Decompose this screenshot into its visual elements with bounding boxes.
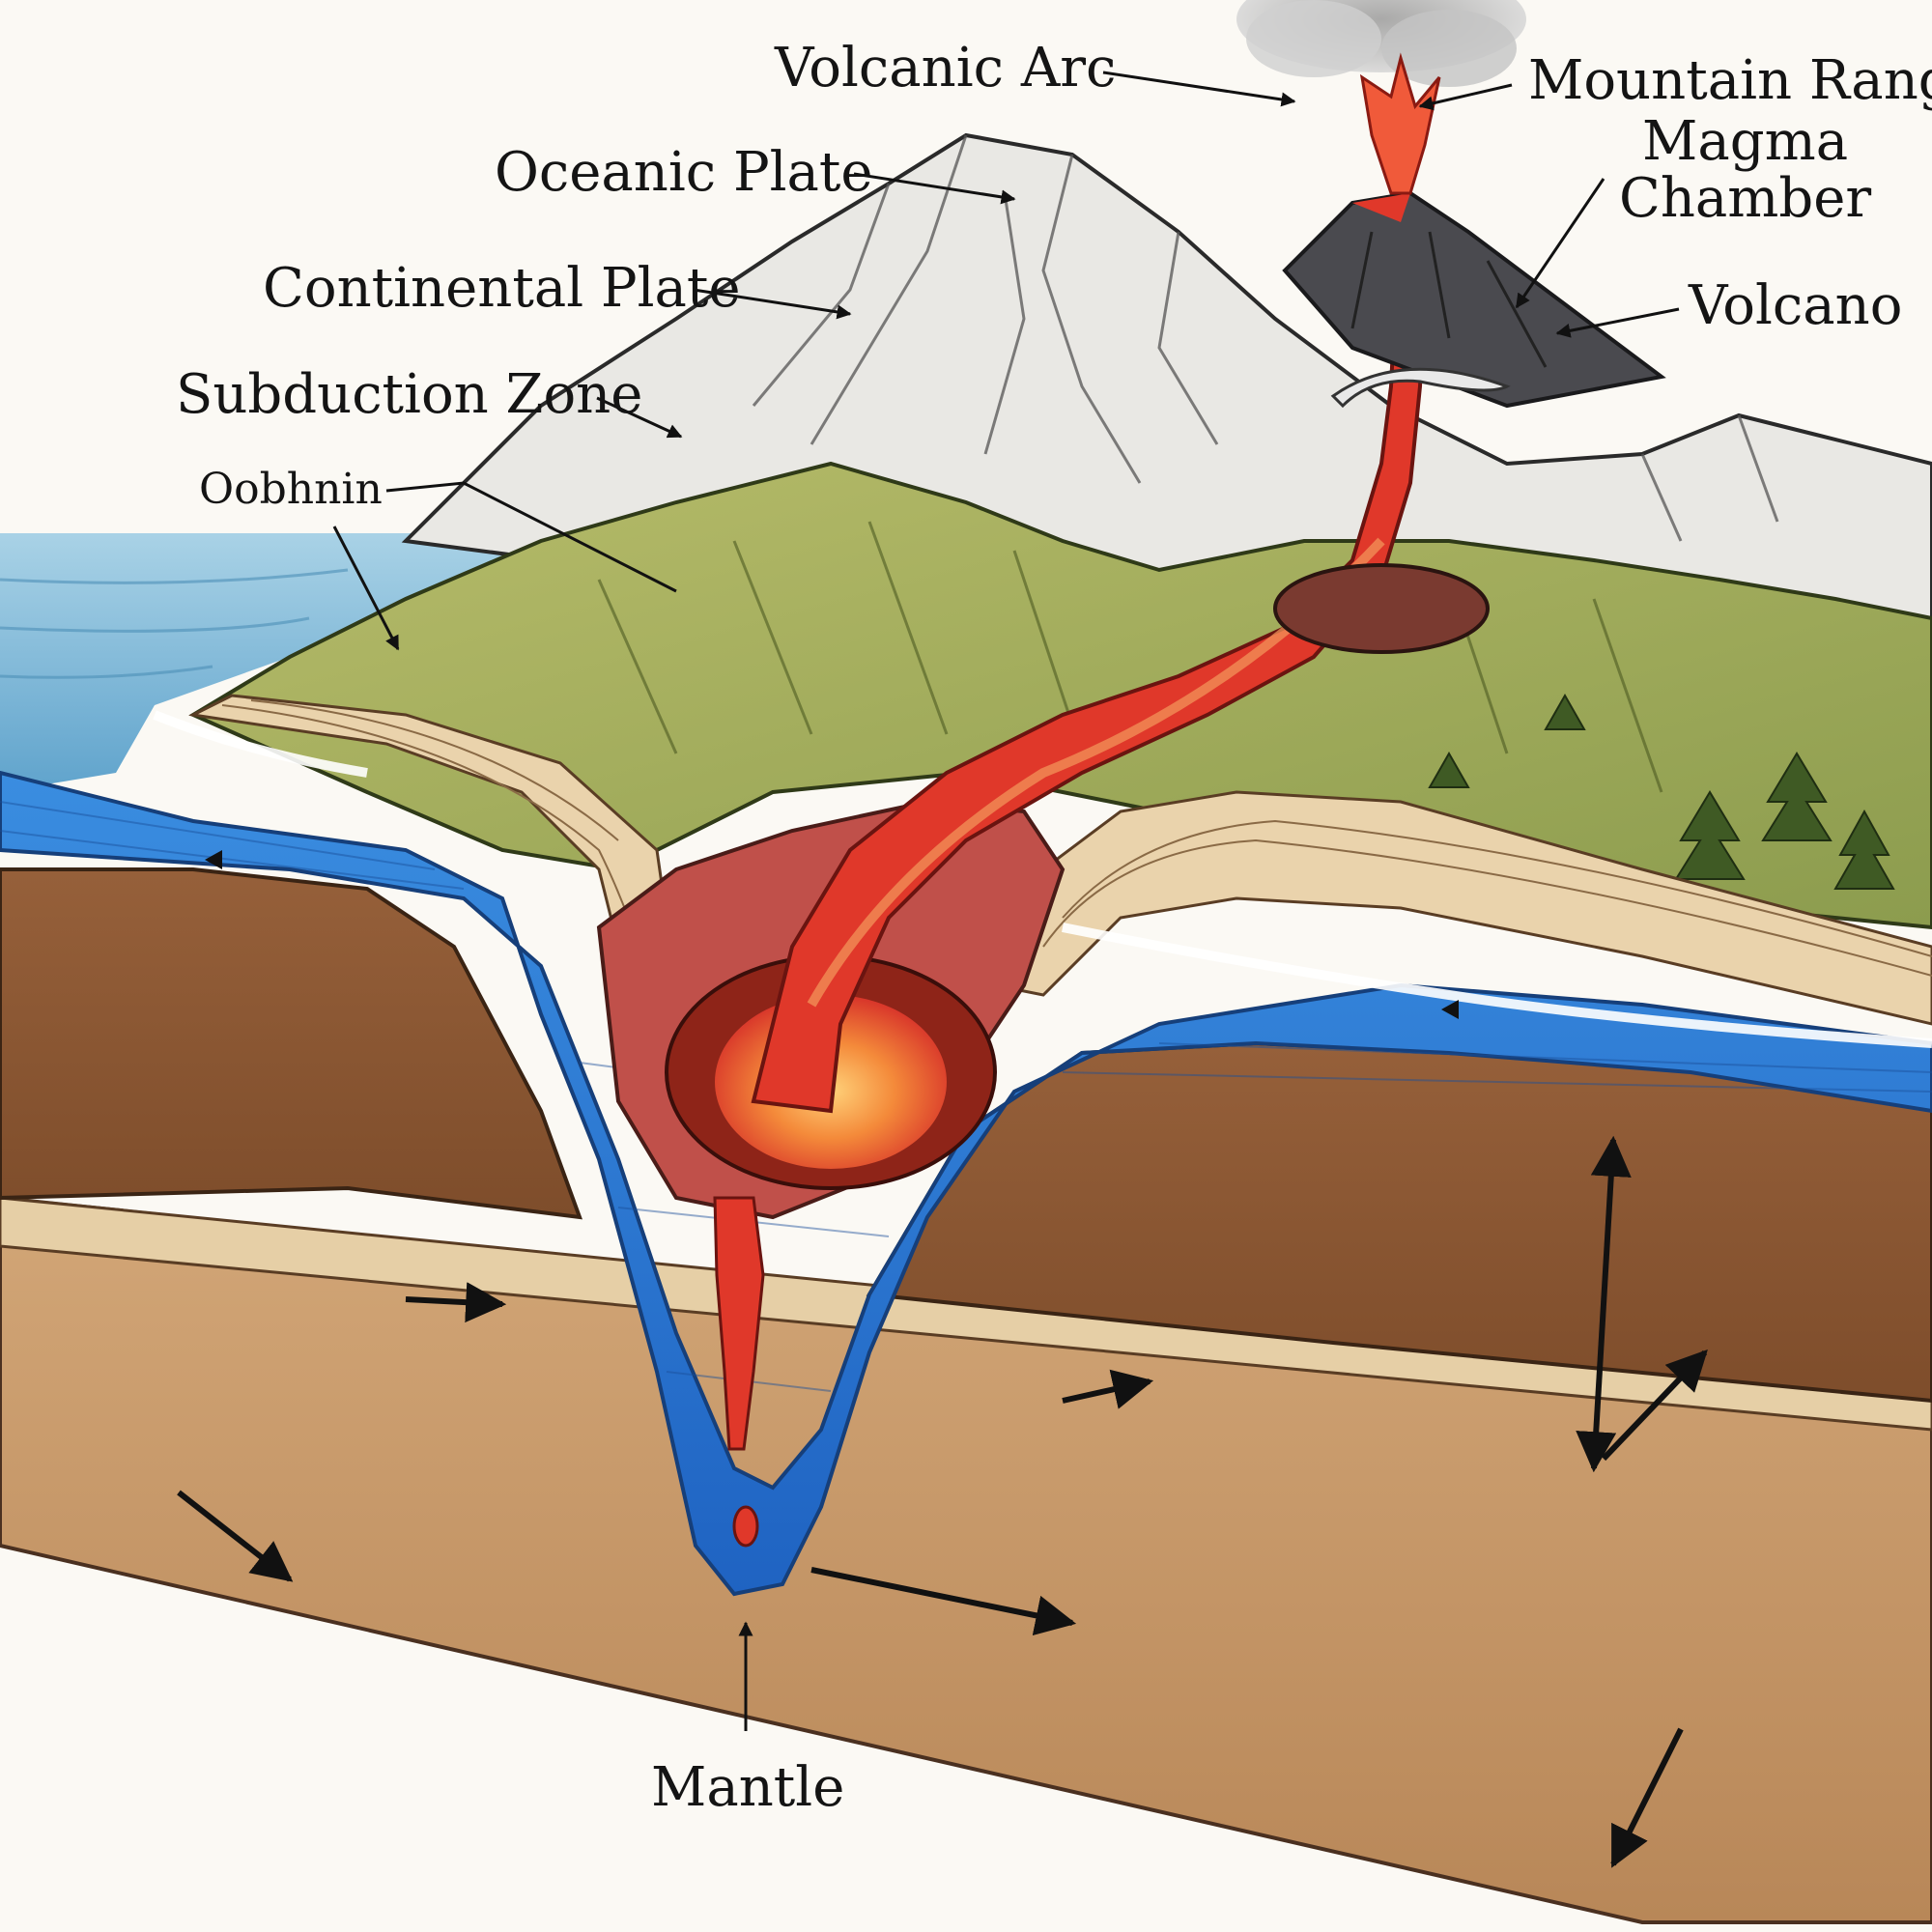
- secondary-crater: [1273, 563, 1490, 654]
- arrow-right-crust: [1062, 1369, 1154, 1409]
- trees: [1428, 693, 1895, 890]
- crust-left: [0, 867, 582, 1220]
- eruption-plume: [1236, 0, 1526, 195]
- label-volcanic-arc: Volcanic Arc: [775, 37, 1117, 99]
- label-oobhnin: Oobhnin: [199, 465, 383, 514]
- label-mantle: Mantle: [651, 1756, 845, 1819]
- arrow-vertical-double: [1576, 1135, 1632, 1473]
- label-mountain-range: Mountain Range: [1528, 49, 1932, 112]
- leader-oceanic-plate: [853, 172, 1016, 205]
- leader-magma-chamber: [1515, 178, 1605, 309]
- leader-volcano: [1555, 307, 1680, 338]
- volcano-cone: [1282, 190, 1666, 409]
- sediment-strata-right: [992, 790, 1932, 1026]
- label-magma-chamber: Magma Chamber: [1619, 110, 1872, 230]
- leader-mountain-range: [1418, 83, 1513, 111]
- arrow-diagonal-up: [1601, 1349, 1708, 1462]
- arrow-lower-right: [1610, 1727, 1684, 1868]
- plate-motion-arrows: [177, 1135, 1708, 1868]
- leader-volcanic-arc: [1102, 71, 1296, 107]
- label-magma-chamber-line2: Chamber: [1619, 166, 1872, 230]
- arrow-lower-left: [177, 1490, 294, 1582]
- leader-continental-plate: [693, 288, 852, 320]
- small-flow-markers: [205, 850, 1459, 1019]
- label-volcano: Volcano: [1689, 274, 1903, 337]
- leader-subduction-zone: [596, 396, 683, 439]
- subducting-oceanic-plate: [0, 770, 1932, 1597]
- label-continental-plate: Continental Plate: [263, 257, 741, 320]
- arrow-left-crust: [405, 1282, 507, 1323]
- leader-lines: [332, 71, 1680, 1731]
- surf: [153, 710, 1932, 1048]
- arrow-mantle-flow: [810, 1567, 1077, 1636]
- magma-drips: [713, 1196, 765, 1548]
- leader-oobhnin-a: [385, 481, 677, 593]
- label-subduction-zone: Subduction Zone: [176, 363, 643, 426]
- label-magma-chamber-line1: Magma: [1642, 110, 1849, 173]
- ridge-crescent: [1330, 367, 1511, 409]
- label-oceanic-plate: Oceanic Plate: [495, 141, 873, 204]
- leader-oobhnin-b: [332, 526, 400, 651]
